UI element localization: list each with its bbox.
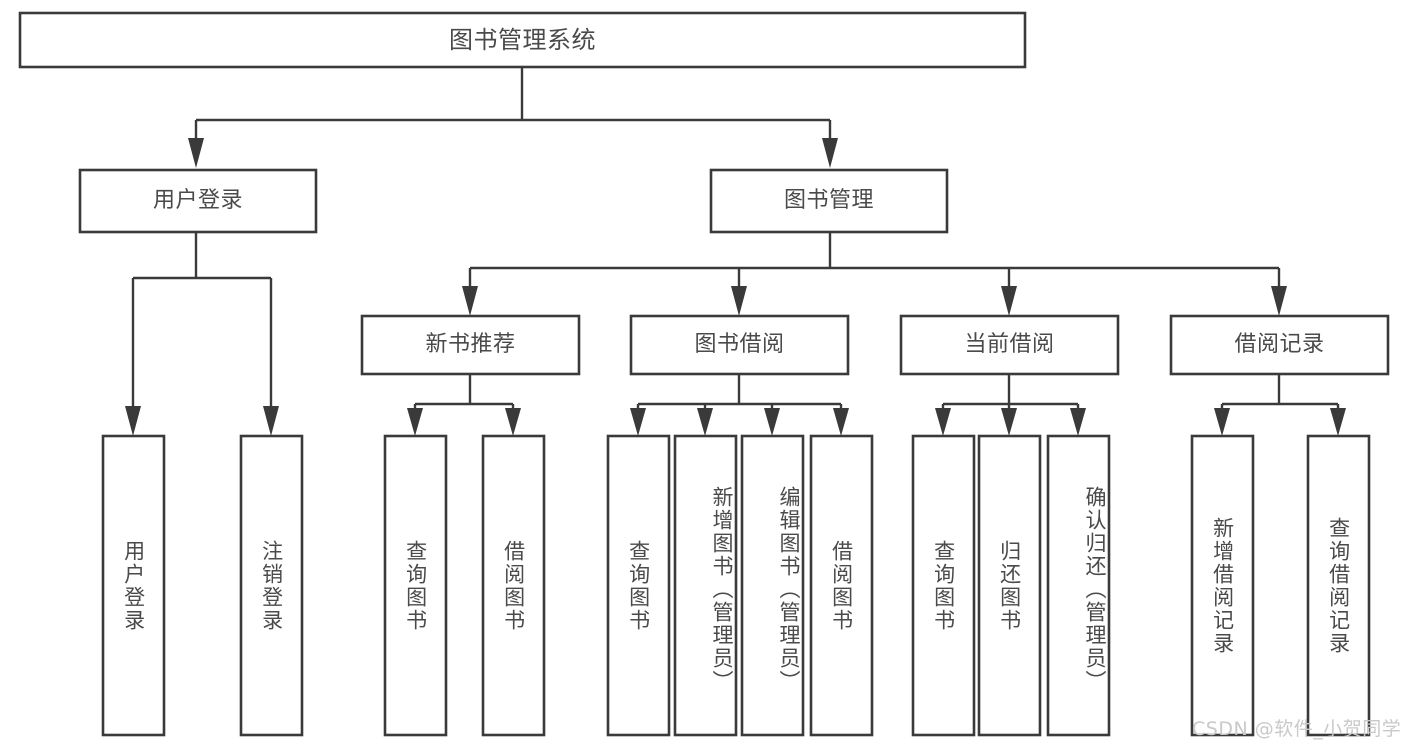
node-box-leaf-add-record[interactable]	[1190, 434, 1255, 737]
arrowhead-leaf-confirm-return	[1070, 408, 1086, 436]
arrowhead-leaf-logout-login	[263, 406, 279, 436]
arrowhead-book-borrow	[731, 286, 747, 316]
arrowhead-book-management	[822, 138, 838, 168]
arrowhead-leaf-borrow-book-2	[833, 408, 849, 436]
arrowhead-leaf-edit-book	[764, 408, 780, 436]
arrowhead-leaf-add-record	[1214, 408, 1230, 436]
arrowhead-leaf-query-record	[1330, 408, 1346, 436]
node-box-current-borrow[interactable]	[899, 314, 1120, 376]
arrowhead-user-login	[188, 138, 204, 168]
arrowhead-leaf-query-book-2	[630, 408, 646, 436]
arrowhead-leaf-add-book	[697, 408, 713, 436]
arrowhead-borrow-record	[1271, 286, 1287, 316]
node-box-leaf-query-book-3[interactable]	[911, 434, 976, 737]
node-box-leaf-borrow-book-2[interactable]	[809, 434, 874, 737]
node-box-leaf-confirm-return[interactable]	[1046, 434, 1111, 737]
node-box-user-login[interactable]	[78, 168, 318, 234]
node-box-leaf-edit-book[interactable]	[740, 434, 805, 737]
node-box-leaf-query-book-2[interactable]	[606, 434, 671, 737]
node-box-root[interactable]	[18, 11, 1027, 69]
arrowhead-new-book-recommend	[462, 286, 478, 316]
arrowhead-leaf-query-book-1	[407, 408, 423, 436]
arrowhead-current-borrow	[1001, 286, 1017, 316]
arrowhead-leaf-user-login	[125, 406, 141, 436]
node-box-leaf-query-record[interactable]	[1306, 434, 1371, 737]
node-box-book-management[interactable]	[709, 168, 949, 234]
node-box-leaf-add-book[interactable]	[673, 434, 738, 737]
node-box-leaf-logout-login[interactable]	[239, 434, 304, 737]
arrowhead-leaf-query-book-3	[935, 408, 951, 436]
node-box-leaf-return-book[interactable]	[977, 434, 1042, 737]
node-box-layer	[18, 11, 1390, 737]
arrowhead-leaf-return-book	[1001, 408, 1017, 436]
node-box-book-borrow[interactable]	[629, 314, 850, 376]
node-box-leaf-user-login[interactable]	[101, 434, 166, 737]
connector-layer	[125, 67, 1346, 436]
node-box-borrow-record[interactable]	[1169, 314, 1390, 376]
node-box-new-book-recommend[interactable]	[360, 314, 581, 376]
node-box-leaf-query-book-1[interactable]	[383, 434, 448, 737]
arrowhead-leaf-borrow-book-1	[505, 408, 521, 436]
node-box-leaf-borrow-book-1[interactable]	[481, 434, 546, 737]
